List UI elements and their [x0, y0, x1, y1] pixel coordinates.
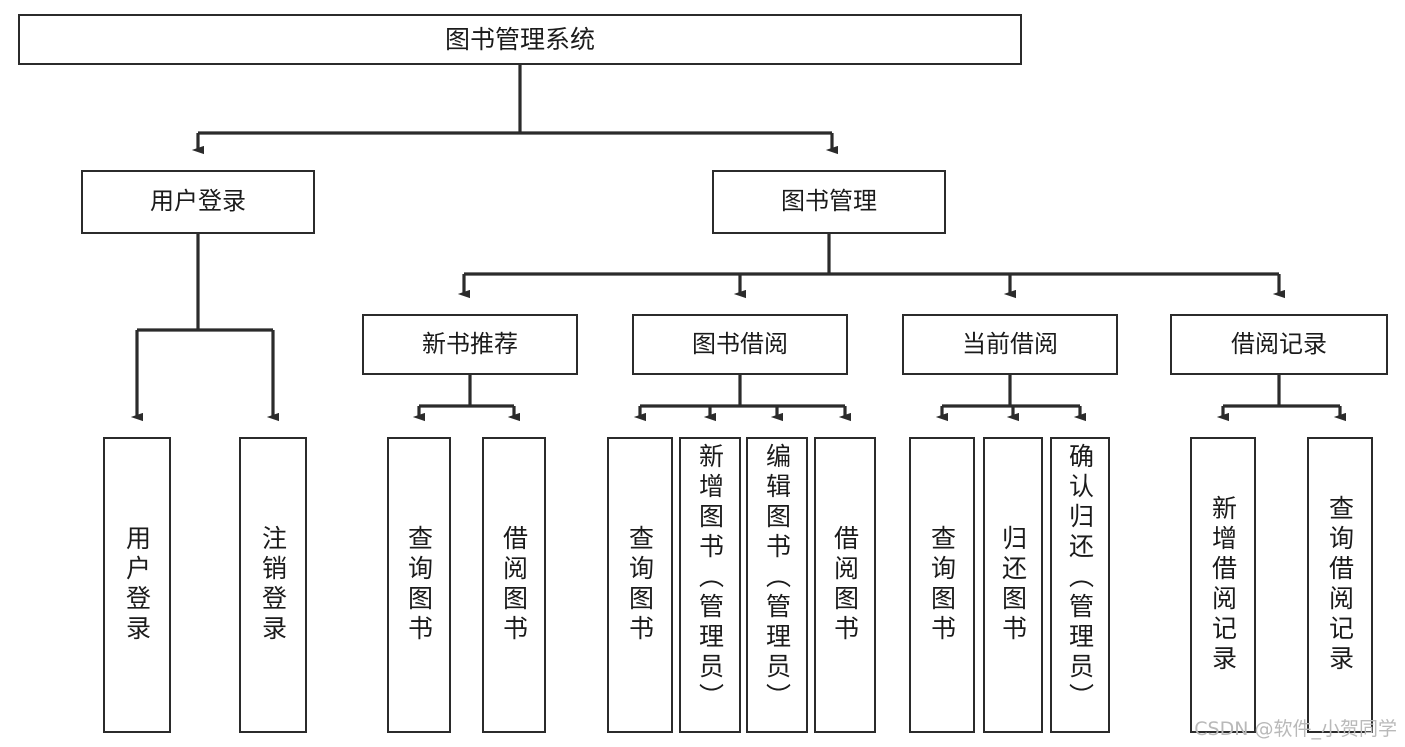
- node-book-management[interactable]: 图书管理: [712, 170, 946, 234]
- leaf-node[interactable]: 确认归还（管理员）: [1050, 437, 1110, 733]
- leaf-node-label: 用户登录: [122, 525, 152, 645]
- leaf-node[interactable]: 用户登录: [103, 437, 171, 733]
- leaf-node-label: 借阅图书: [499, 525, 529, 645]
- node-user-login-label: 用户登录: [150, 187, 246, 216]
- leaf-node[interactable]: 新增图书（管理员）: [679, 437, 741, 733]
- leaf-node[interactable]: 归还图书: [983, 437, 1043, 733]
- node-book-borrow[interactable]: 图书借阅: [632, 314, 848, 375]
- leaf-node[interactable]: 借阅图书: [814, 437, 876, 733]
- leaf-node-label: 查询图书: [625, 525, 655, 645]
- node-user-login[interactable]: 用户登录: [81, 170, 315, 234]
- leaf-node-label: 查询借阅记录: [1325, 495, 1355, 675]
- node-current-borrow-label: 当前借阅: [962, 329, 1058, 358]
- leaf-node-label: 查询图书: [927, 525, 957, 645]
- leaf-node[interactable]: 查询图书: [387, 437, 451, 733]
- leaf-node-label: 新增图书（管理员）: [695, 443, 725, 713]
- leaf-node[interactable]: 新增借阅记录: [1190, 437, 1256, 733]
- node-book-borrow-label: 图书借阅: [692, 329, 788, 358]
- node-new-book-recommend-label: 新书推荐: [422, 329, 518, 358]
- watermark: CSDN @软件_小贺同学: [1194, 718, 1397, 740]
- leaf-node[interactable]: 查询借阅记录: [1307, 437, 1373, 733]
- leaf-node-label: 注销登录: [258, 525, 288, 645]
- node-borrow-records[interactable]: 借阅记录: [1170, 314, 1388, 375]
- node-borrow-records-label: 借阅记录: [1231, 329, 1327, 358]
- leaf-node[interactable]: 查询图书: [909, 437, 975, 733]
- leaf-node-label: 确认归还（管理员）: [1065, 443, 1095, 713]
- leaf-node-label: 查询图书: [404, 525, 434, 645]
- leaf-node[interactable]: 编辑图书（管理员）: [746, 437, 808, 733]
- leaf-node-label: 借阅图书: [830, 525, 860, 645]
- leaf-node[interactable]: 注销登录: [239, 437, 307, 733]
- leaf-node[interactable]: 查询图书: [607, 437, 673, 733]
- node-new-book-recommend[interactable]: 新书推荐: [362, 314, 578, 375]
- node-root[interactable]: 图书管理系统: [18, 14, 1022, 65]
- leaf-node-label: 归还图书: [998, 525, 1028, 645]
- leaf-node-label: 编辑图书（管理员）: [762, 443, 792, 713]
- node-current-borrow[interactable]: 当前借阅: [902, 314, 1118, 375]
- leaf-node[interactable]: 借阅图书: [482, 437, 546, 733]
- leaf-node-label: 新增借阅记录: [1208, 495, 1238, 675]
- node-book-management-label: 图书管理: [781, 187, 877, 216]
- node-root-label: 图书管理系统: [444, 25, 595, 54]
